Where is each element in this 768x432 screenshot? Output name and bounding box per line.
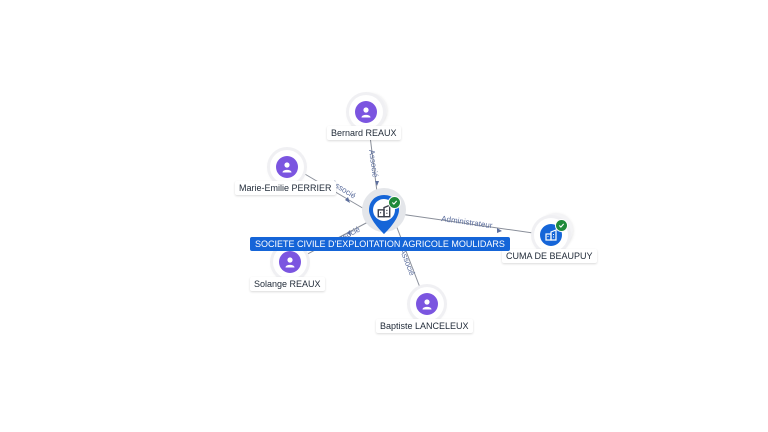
person-icon bbox=[355, 101, 377, 123]
center-company-label: SOCIETE CIVILE D'EXPLOITATION AGRICOLE M… bbox=[250, 237, 510, 251]
arrow-marie bbox=[345, 197, 350, 203]
edge-label-baptiste: Associé bbox=[398, 247, 417, 277]
verified-check-icon bbox=[388, 196, 401, 209]
arrow-bernard bbox=[375, 181, 379, 186]
person-icon bbox=[416, 293, 438, 315]
edge-label-cuma: Administrateur bbox=[441, 214, 494, 230]
edge-label-bernard: Associé bbox=[367, 149, 380, 179]
arrow-solange bbox=[347, 230, 351, 236]
person-icon bbox=[279, 251, 301, 273]
person-icon bbox=[276, 156, 298, 178]
node-label: Solange REAUX bbox=[250, 277, 325, 291]
arrow-cuma bbox=[497, 228, 502, 233]
node-label: Marie-Emilie PERRIER bbox=[235, 181, 336, 195]
verified-check-icon bbox=[555, 219, 568, 232]
edge-cuma bbox=[399, 213, 541, 235]
node-label: Baptiste LANCELEUX bbox=[376, 319, 473, 333]
node-label: CUMA DE BEAUPUY bbox=[502, 249, 597, 263]
node-label: Bernard REAUX bbox=[327, 126, 401, 140]
